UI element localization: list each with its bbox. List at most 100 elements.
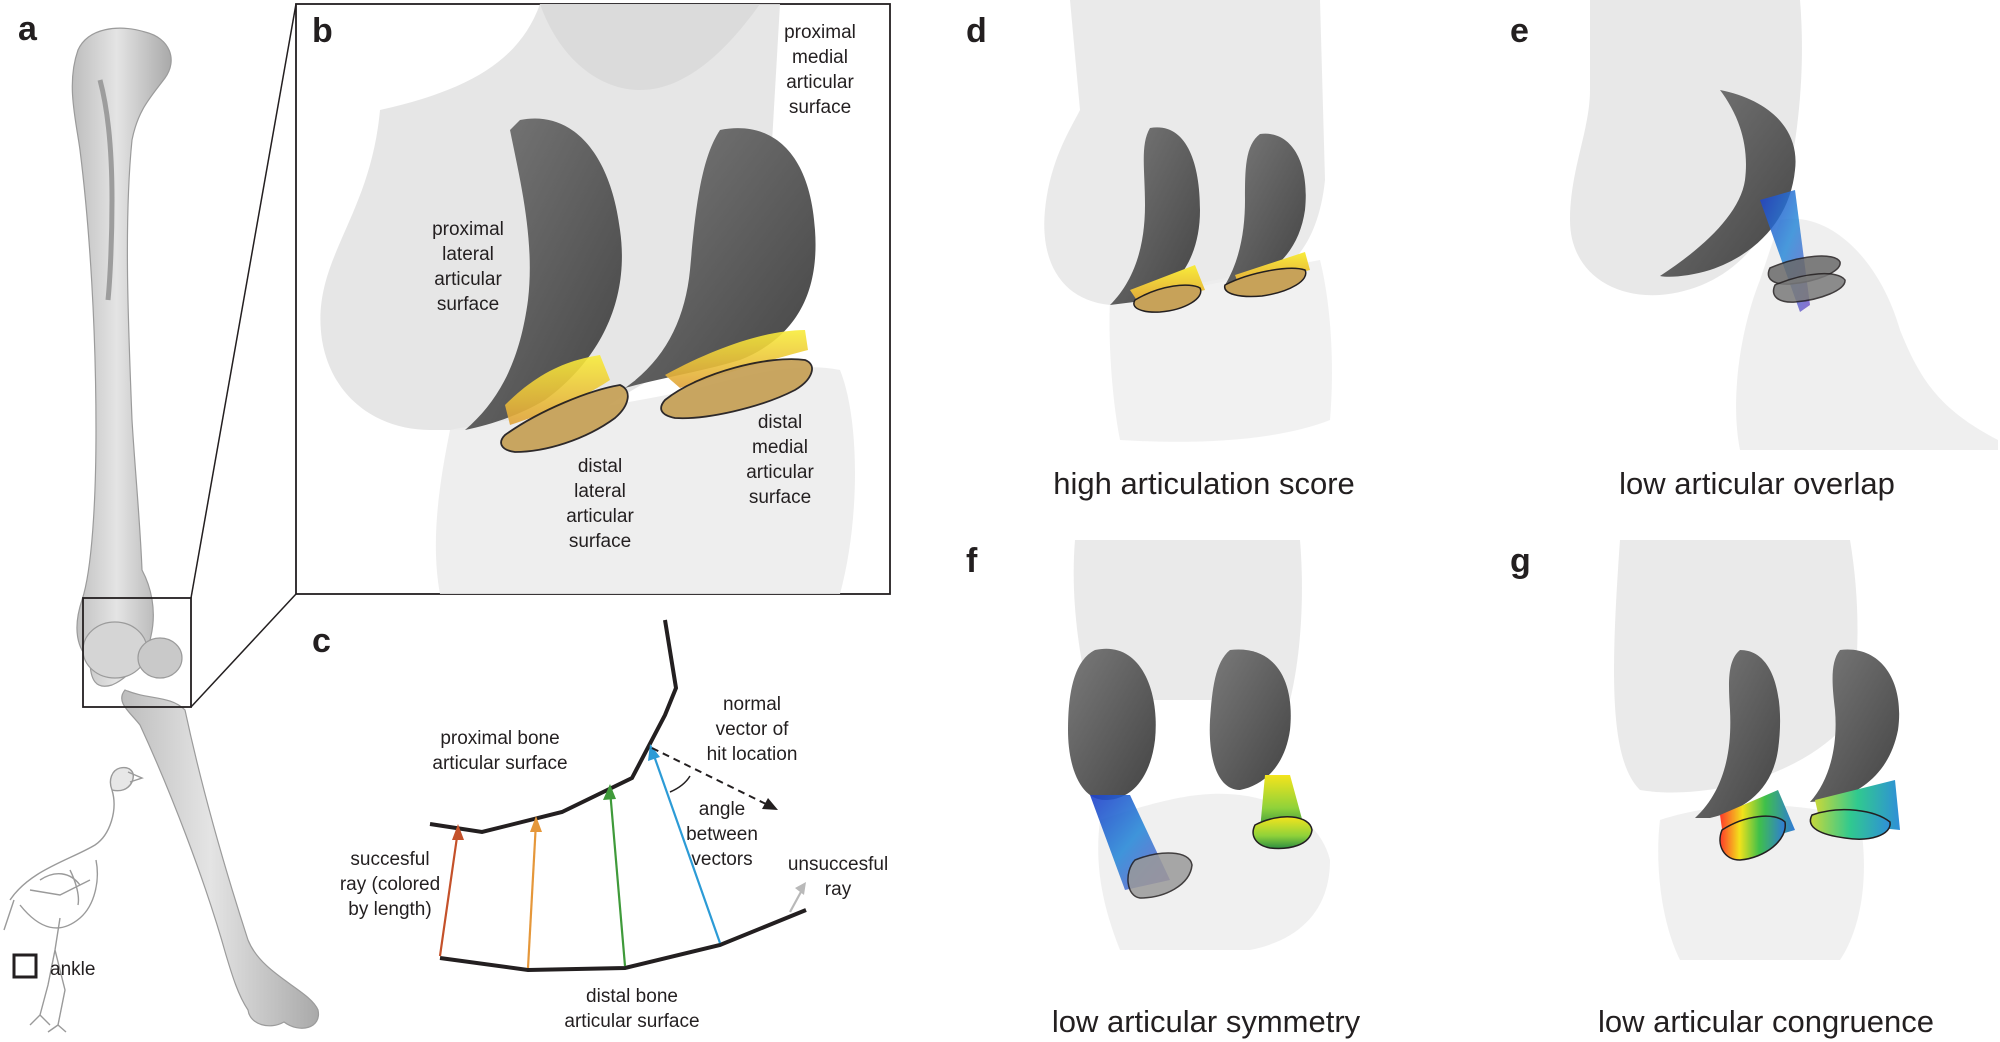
panel-e-proximal-surface <box>1660 90 1796 277</box>
proximal-medial-surface <box>625 128 816 388</box>
ray-blue <box>650 749 722 944</box>
angle-arc <box>669 775 691 793</box>
panel-b: b proximal lateral articular surface pro… <box>295 3 891 595</box>
ray-green <box>608 789 627 967</box>
label-successful-ray: succesful ray (colored by length) <box>340 849 440 920</box>
label-sr-3: by length) <box>348 899 431 920</box>
label-proximal-bone-surface: proximal bone articular surface <box>432 728 567 774</box>
label-dl-1: distal <box>578 456 622 477</box>
label-pm-2: medial <box>792 47 848 68</box>
ray-unsuccessful-head <box>795 882 806 895</box>
panel-f-medial-rays <box>1260 775 1305 830</box>
lateral-ray-cluster <box>505 355 610 425</box>
panel-d: d high articulation score <box>966 0 1355 501</box>
label-dm-4: surface <box>749 487 811 508</box>
ray-orange <box>526 821 538 969</box>
panel-g: g low articular congruence <box>1510 540 1934 1039</box>
ray-green-head <box>603 784 616 800</box>
label-distal-bone-surface: distal bone articular surface <box>564 986 699 1032</box>
panel-e: e low articular overlap <box>1510 0 1998 501</box>
label-proximal-lateral: proximal lateral articular surface <box>432 219 504 315</box>
ray-red-head <box>452 824 464 840</box>
label-dl-4: surface <box>569 531 631 552</box>
tibiotarsus-bone <box>71 27 172 687</box>
label-dm-1: distal <box>758 412 802 433</box>
panel-letter-f: f <box>966 542 978 580</box>
label-nv-3: hit location <box>707 744 798 765</box>
label-pl-1: proximal <box>432 219 504 240</box>
normal-vector-head <box>762 798 778 810</box>
label-angle: angle between vectors <box>686 799 758 870</box>
label-distal-lateral: distal lateral articular surface <box>566 456 634 552</box>
label-proximal-medial: proximal medial articular surface <box>784 22 856 118</box>
fibula-bone <box>97 79 115 301</box>
panel-g-lateral-distal <box>1719 815 1786 861</box>
label-pl-3: articular <box>434 269 502 290</box>
caption-d: high articulation score <box>1053 466 1355 501</box>
label-pbs-1: proximal bone <box>440 728 559 749</box>
panel-letter-d: d <box>966 12 987 50</box>
panel-letter-e: e <box>1510 12 1529 50</box>
panel-d-lateral-distal <box>1133 284 1202 313</box>
panel-d-medial-distal <box>1224 267 1307 298</box>
panel-e-distal-bone <box>1736 218 1998 450</box>
label-dbs-1: distal bone <box>586 986 678 1007</box>
ankle-label: ankle <box>50 959 95 980</box>
panel-letter-a: a <box>18 10 38 48</box>
label-ur-1: unsuccesful <box>788 854 888 875</box>
label-pm-4: surface <box>789 97 851 118</box>
panel-g-medial-distal <box>1809 808 1891 840</box>
label-pl-4: surface <box>437 294 499 315</box>
caption-f: low articular symmetry <box>1052 1004 1361 1039</box>
panel-c: c proximal bone articular surface normal… <box>312 619 888 1032</box>
panel-letter-c: c <box>312 622 331 660</box>
distal-surface-line <box>439 908 807 973</box>
panel-f-lateral-surface <box>1068 648 1156 800</box>
label-pm-1: proximal <box>784 22 856 43</box>
panel-e-distal-surface-2 <box>1772 272 1846 303</box>
label-sr-1: succesful <box>350 849 429 870</box>
panel-g-medial-surface <box>1810 649 1900 802</box>
ray-red <box>438 829 460 957</box>
label-pbs-2: articular surface <box>432 753 567 774</box>
distal-lateral-surface <box>500 384 629 453</box>
bird-skeleton-inset <box>3 766 144 1033</box>
panel-g-lateral-surface <box>1695 650 1781 818</box>
panel-f: f low articular symmetry <box>966 540 1361 1039</box>
proximal-lateral-surface <box>465 118 622 431</box>
label-pm-3: articular <box>786 72 854 93</box>
ray-orange-head <box>530 816 542 832</box>
connector-line-bottom <box>190 593 297 708</box>
label-sr-2: ray (colored <box>340 874 440 895</box>
label-angle-3: vectors <box>691 849 752 870</box>
panel-d-medial-surface <box>1225 133 1306 285</box>
ankle-inset-box <box>12 953 38 979</box>
distal-medial-surface <box>660 358 813 420</box>
label-distal-medial: distal medial articular surface <box>746 412 814 508</box>
panel-f-medial-surface <box>1209 649 1291 790</box>
label-dl-2: lateral <box>574 481 626 502</box>
ray-unsuccessful <box>789 889 803 913</box>
normal-vector <box>651 747 771 807</box>
connector-line-top <box>190 3 297 599</box>
proximal-bone-upper <box>540 4 760 90</box>
panel-letter-b: b <box>312 12 333 50</box>
label-dbs-2: articular surface <box>564 1011 699 1032</box>
label-pl-2: lateral <box>442 244 494 265</box>
label-unsuccessful-ray: unsuccesful ray <box>788 854 888 900</box>
label-dm-2: medial <box>752 437 808 458</box>
ankle-condyle <box>137 637 183 679</box>
ankle-highlight-box <box>82 597 192 708</box>
label-angle-1: angle <box>699 799 746 820</box>
proximal-surface-line <box>429 619 679 835</box>
ray-blue-head <box>648 744 660 761</box>
caption-e: low articular overlap <box>1619 466 1895 501</box>
label-dl-3: articular <box>566 506 634 527</box>
label-ur-2: ray <box>825 879 852 900</box>
panel-g-distal-bone <box>1658 805 1864 960</box>
panel-f-lateral-distal <box>1127 852 1193 899</box>
label-normal-vector: normal vector of hit location <box>707 694 798 765</box>
ankle-joint <box>82 621 148 679</box>
label-nv-1: normal <box>723 694 781 715</box>
panel-letter-g: g <box>1510 542 1531 580</box>
